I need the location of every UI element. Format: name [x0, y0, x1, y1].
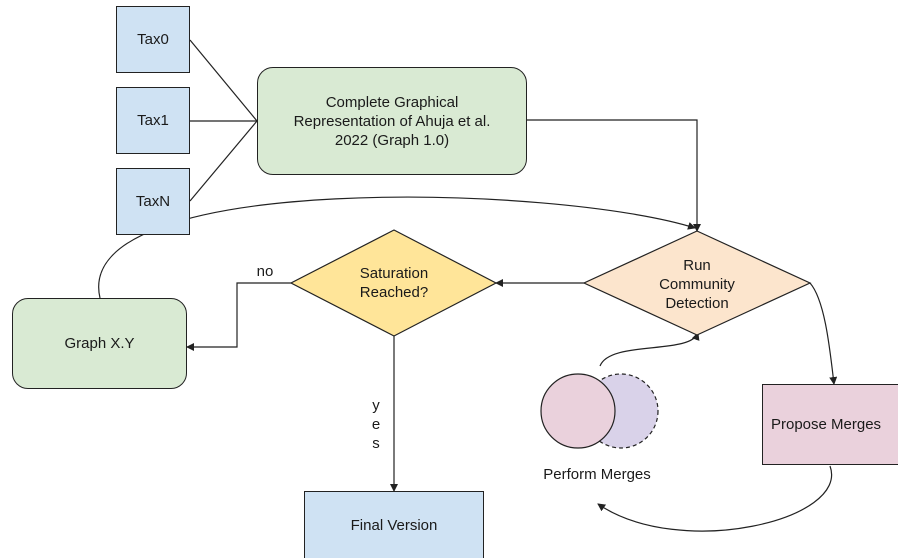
edge-label-no: no [256, 263, 274, 280]
tax1-box: Tax1 [116, 87, 190, 154]
run-community-label: Run Community Detection [659, 257, 735, 312]
run-community-diamond [582, 230, 812, 336]
edge-community-to-propose [809, 282, 838, 385]
propose-merges-box: Propose Merges [762, 384, 898, 465]
graph-xy-label: Graph X.Y [64, 335, 135, 352]
taxn-label: TaxN [135, 193, 171, 210]
saturation-label: Saturation Reached? [359, 265, 429, 301]
perform-merges-label: Perform Merges [543, 466, 651, 483]
edge-perform-to-community [599, 332, 700, 367]
final-version-box: Final Version [304, 491, 484, 558]
taxn-box: TaxN [116, 168, 190, 235]
merge-circle-solid-icon [540, 373, 616, 449]
propose-merges-label: Propose Merges [771, 416, 882, 433]
edge-tax0-to-graph [189, 39, 258, 122]
edge-graphxy-to-community [98, 196, 696, 299]
complete-graph-label: Complete Graphical Representation of Ahu… [293, 93, 491, 149]
edge-label-yes: yes [371, 397, 381, 452]
edge-propose-to-perform [597, 465, 833, 532]
edge-graph-to-community [527, 119, 701, 232]
complete-graph-box: Complete Graphical Representation of Ahu… [257, 67, 527, 175]
edge-saturation-to-graphxy [186, 282, 291, 351]
tax0-label: Tax0 [137, 31, 169, 48]
final-version-label: Final Version [350, 516, 438, 534]
tax0-box: Tax0 [116, 6, 190, 73]
edge-taxn-to-graph [189, 120, 258, 202]
graph-xy-box: Graph X.Y [12, 298, 187, 389]
tax1-label: Tax1 [137, 112, 169, 129]
saturation-diamond [289, 229, 498, 337]
